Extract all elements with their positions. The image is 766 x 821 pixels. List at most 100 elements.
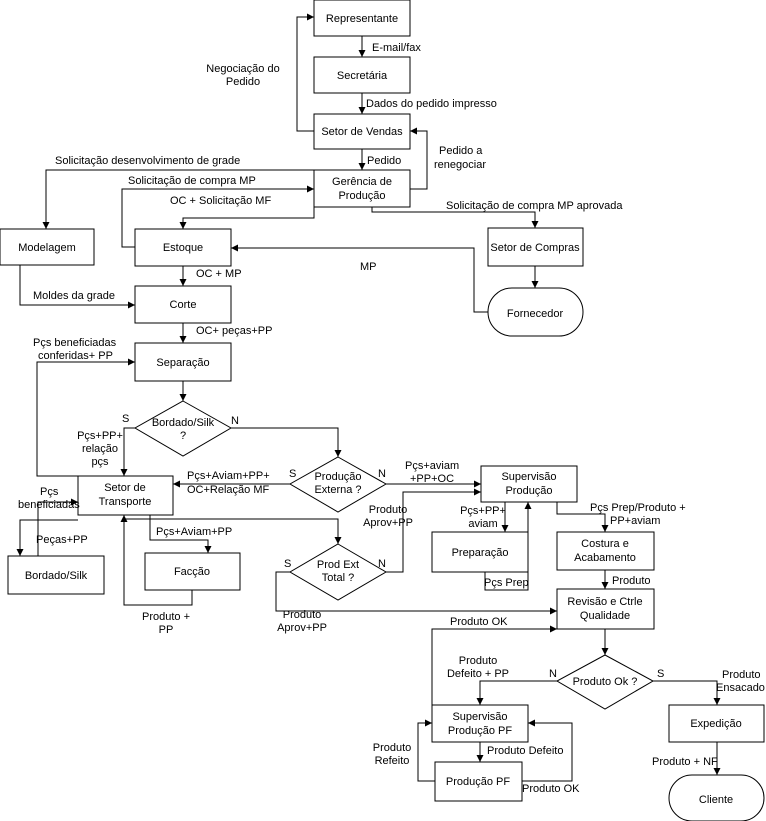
decision-prod-ext-total: Prod Ext Total ? <box>289 543 387 601</box>
label-s-externa: S <box>289 468 296 480</box>
node-costura-acabamento: Costura e Acabamento <box>556 531 655 571</box>
svg-text:Fornecedor: Fornecedor <box>507 308 564 320</box>
label-produto-defeito: Produto Defeito <box>487 745 563 757</box>
svg-text:Qualidade: Qualidade <box>580 610 630 622</box>
svg-text:conferidas+ PP: conferidas+ PP <box>38 350 113 362</box>
svg-text:Expedição: Expedição <box>690 718 741 730</box>
label-produto-pp: Produto + <box>142 611 190 623</box>
svg-text:Prod Ext: Prod Ext <box>317 559 359 571</box>
svg-text:aviam: aviam <box>468 518 497 530</box>
label-produto-nf: Produto + NF <box>652 756 718 768</box>
label-produto-refeito: Produto <box>373 742 412 754</box>
node-gerencia-producao: Gerência de Produção <box>313 169 411 208</box>
label-produto: Produto <box>612 575 651 587</box>
label-n-bordado: N <box>231 415 239 427</box>
node-preparacao: Preparação <box>431 531 529 573</box>
svg-text:Setor de Vendas: Setor de Vendas <box>321 126 403 138</box>
label-negociacao: Negociação do <box>206 63 279 75</box>
svg-text:Revisão e Ctrle: Revisão e Ctrle <box>567 596 642 608</box>
label-dados-pedido: Dados do pedido impresso <box>366 98 497 110</box>
node-supervisao-producao-pf: Supervisão Produção PF <box>431 704 529 743</box>
label-s-total: S <box>284 558 291 570</box>
node-revisao-qualidade: Revisão e Ctrle Qualidade <box>556 588 655 630</box>
svg-text:Externa ?: Externa ? <box>314 484 361 496</box>
node-corte: Corte <box>134 285 232 324</box>
svg-text:Facção: Facção <box>174 566 210 578</box>
label-solic-aprovada: Solicitação de compra MP aprovada <box>446 200 623 212</box>
svg-text:Supervisão: Supervisão <box>452 711 507 723</box>
label-pcs-beneficiadas: Pçs <box>40 486 59 498</box>
decision-produto-ok: Produto Ok ? <box>555 654 655 710</box>
svg-text:Gerência de: Gerência de <box>332 176 392 188</box>
svg-text:Modelagem: Modelagem <box>18 242 75 254</box>
label-pcs-pp-aviam: Pçs+PP+ <box>460 505 506 517</box>
label-pcs-benef-conf: Pçs beneficiadas <box>33 337 117 349</box>
node-setor-transporte: Setor de Transporte <box>77 475 174 516</box>
label-pcs-pp-relacao: Pçs+PP+ <box>77 430 123 442</box>
label-oc-pecas-pp: OC+ peças+PP <box>196 325 272 337</box>
label-pcs-aviam-oc: Pçs+aviam <box>405 460 459 472</box>
svg-text:Cliente: Cliente <box>699 794 733 806</box>
label-mp: MP <box>360 261 377 273</box>
svg-text:Aprov+PP: Aprov+PP <box>277 622 327 634</box>
svg-text:Bordado/Silk: Bordado/Silk <box>25 570 88 582</box>
node-fornecedor: Fornecedor <box>487 287 584 337</box>
svg-text:PP+aviam: PP+aviam <box>610 515 660 527</box>
node-secretaria: Secretária <box>313 56 411 94</box>
svg-text:Produção PF: Produção PF <box>446 776 510 788</box>
label-oc-mp: OC + MP <box>196 268 242 280</box>
label-n-total: N <box>378 558 386 570</box>
svg-text:Pedido: Pedido <box>226 76 260 88</box>
node-faccao: Facção <box>144 552 241 591</box>
label-email-fax: E-mail/fax <box>372 42 421 54</box>
node-supervisao-producao: Supervisão Produção <box>480 465 578 503</box>
node-representante: Representante <box>313 0 411 37</box>
svg-text:Supervisão: Supervisão <box>501 471 556 483</box>
label-solic-compra-mp: Solicitação de compra MP <box>128 175 256 187</box>
label-oc-solic-mf: OC + Solicitação MF <box>170 195 271 207</box>
node-producao-pf: Produção PF <box>434 761 523 802</box>
label-pcs-aviam-pp: Pçs+Aviam+PP+ <box>187 470 270 482</box>
svg-text:+PP+OC: +PP+OC <box>410 473 454 485</box>
svg-text:Aprov+PP: Aprov+PP <box>363 517 413 529</box>
svg-text:Estoque: Estoque <box>163 242 203 254</box>
label-pedido: Pedido <box>367 155 401 167</box>
label-pecas-pp: Peças+PP <box>36 534 88 546</box>
svg-text:Ensacado: Ensacado <box>716 682 765 694</box>
svg-text:Setor de Compras: Setor de Compras <box>490 242 580 254</box>
svg-text:Produção PF: Produção PF <box>448 725 512 737</box>
svg-text:Produção: Produção <box>338 190 385 202</box>
node-modelagem: Modelagem <box>0 228 95 266</box>
label-produto-defeito-pp: Produto <box>459 655 498 667</box>
node-cliente: Cliente <box>668 774 765 821</box>
svg-text:Corte: Corte <box>170 299 197 311</box>
label-pcs-prep-produto: Pçs Prep/Produto + <box>590 502 686 514</box>
node-separacao: Separação <box>134 342 232 382</box>
label-pcs-aviam-pp-faccao: Pçs+Aviam+PP <box>156 526 232 538</box>
node-setor-vendas: Setor de Vendas <box>313 113 411 150</box>
label-produto-ok: Produto OK <box>450 616 508 628</box>
svg-text:?: ? <box>180 430 186 442</box>
node-representante-label: Representante <box>326 13 398 25</box>
label-produto-ok-loop: Produto OK <box>522 783 580 795</box>
node-setor-compras: Setor de Compras <box>487 227 584 267</box>
svg-text:relação: relação <box>82 443 118 455</box>
node-bordado-silk: Bordado/Silk <box>7 555 105 595</box>
svg-text:PP: PP <box>159 624 174 636</box>
decision-bordado-silk: Bordado/Silk ? <box>133 400 233 457</box>
svg-text:renegociar: renegociar <box>434 159 486 171</box>
svg-text:Bordado/Silk: Bordado/Silk <box>152 417 215 429</box>
edge-labels: E-mail/fax Negociação do Pedido Dados do… <box>18 42 765 795</box>
svg-text:Transporte: Transporte <box>99 496 152 508</box>
svg-text:Separação: Separação <box>156 357 209 369</box>
label-produto-aprov-mid: Produto <box>369 504 408 516</box>
svg-text:Secretária: Secretária <box>337 70 388 82</box>
svg-text:Preparação: Preparação <box>452 547 509 559</box>
svg-text:Produção: Produção <box>314 471 361 483</box>
label-s-bordado: S <box>122 413 129 425</box>
label-n-produto-ok: N <box>549 668 557 680</box>
label-moldes-grade: Moldes da grade <box>33 290 115 302</box>
svg-text:beneficiadas: beneficiadas <box>18 499 80 511</box>
svg-text:Costura e: Costura e <box>581 538 629 550</box>
